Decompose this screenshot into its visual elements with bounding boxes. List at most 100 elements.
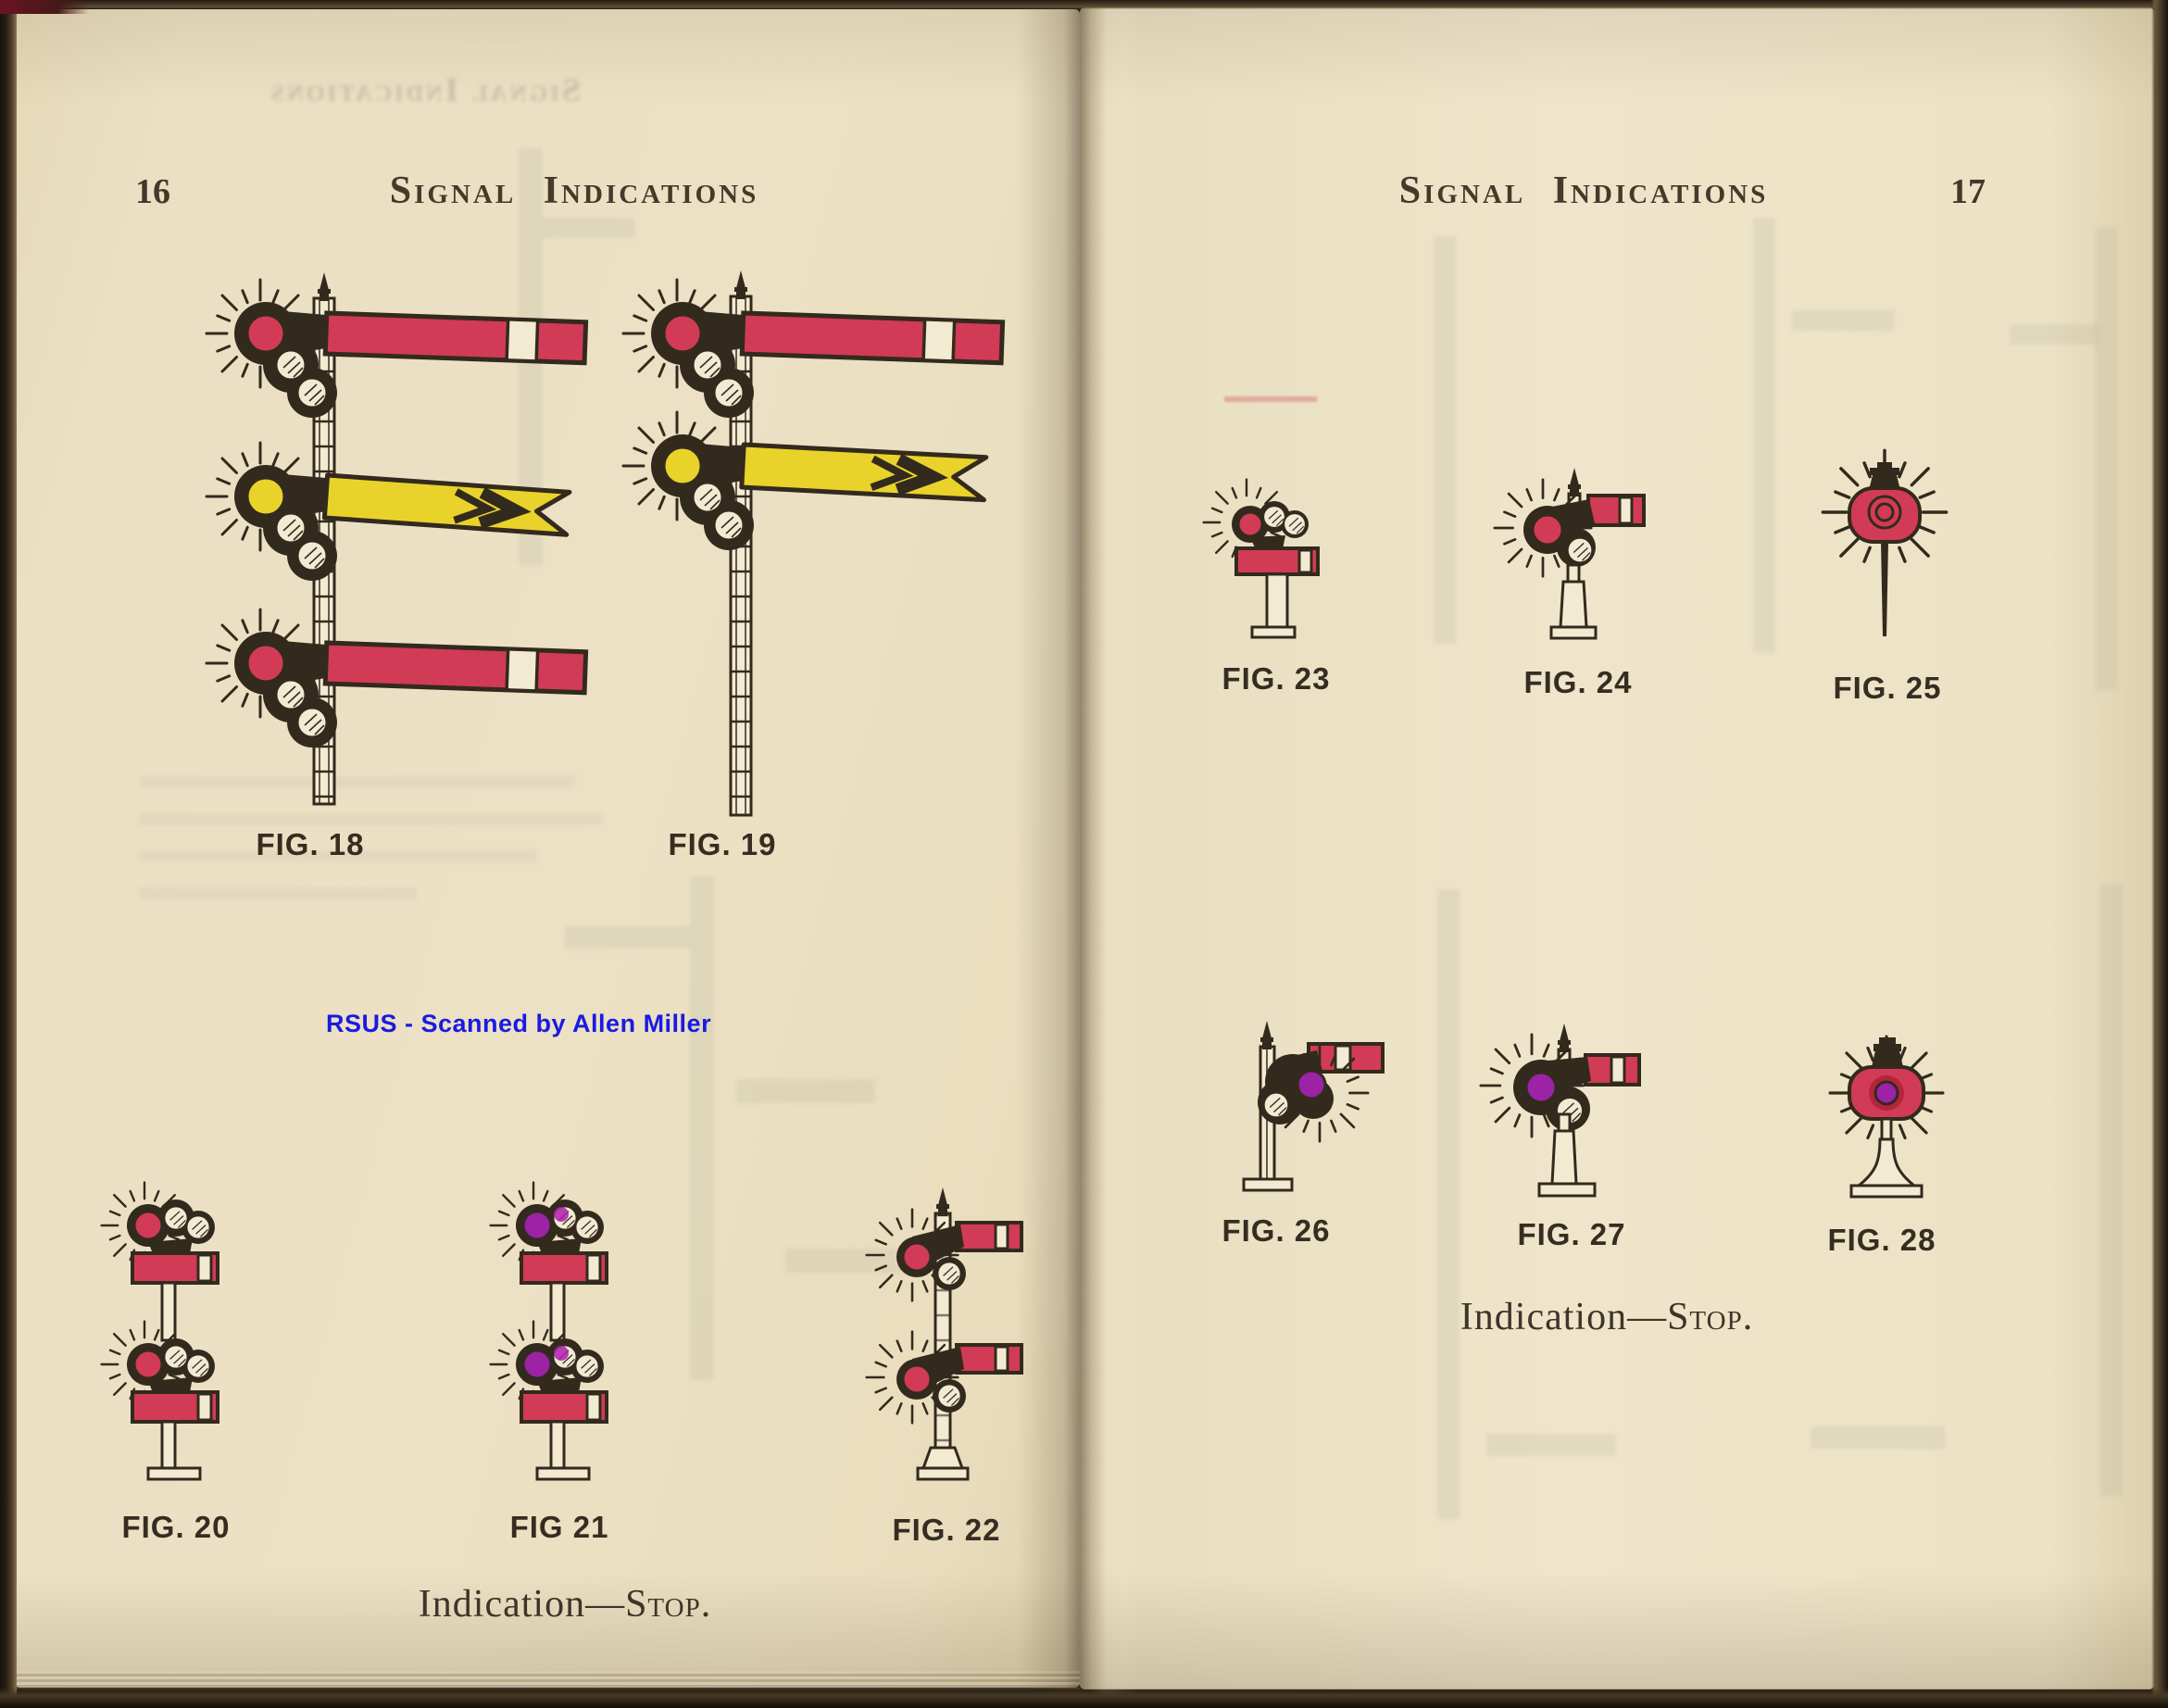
fig19-caption: FIG. 19	[668, 827, 777, 861]
red-stub-arm	[1586, 494, 1646, 527]
fig27-caption: FIG. 27	[1517, 1217, 1626, 1251]
fig22-base	[916, 1466, 970, 1481]
indication-stop-left: Indication—Stop.	[418, 1583, 712, 1626]
fig24-pedestal	[1559, 580, 1588, 629]
purple-lamp	[523, 1350, 551, 1378]
red-band-arm	[131, 1251, 219, 1285]
purple-lamp	[1297, 1071, 1325, 1099]
purple-lamp	[523, 1212, 551, 1239]
fig26-caption: FIG. 26	[1222, 1213, 1331, 1248]
red-band-arm	[1234, 546, 1320, 576]
fig28-stem	[1880, 1117, 1893, 1141]
red-lamp	[247, 315, 284, 352]
fig21-dwarf-signal-illustration	[489, 1181, 608, 1481]
finial-icon	[1260, 1021, 1273, 1049]
lens-ring	[1867, 495, 1902, 530]
yellow-lamp	[664, 447, 701, 484]
magenta-lens-glint	[554, 1346, 569, 1361]
fig23-caption: FIG. 23	[1222, 661, 1331, 696]
fig27-base	[1537, 1182, 1597, 1198]
red-lamp	[134, 1350, 162, 1378]
fig24-caption: FIG. 24	[1523, 665, 1633, 699]
fig22-pedestal	[921, 1446, 965, 1470]
fig26-dwarf-signal-illustration	[1242, 1021, 1385, 1192]
fig22-caption: FIG. 22	[892, 1513, 1001, 1547]
fig22-upper-unit	[865, 1208, 1023, 1302]
yellow-lamp	[247, 478, 284, 515]
red-band-arm	[131, 1390, 219, 1424]
red-band-arm	[520, 1251, 608, 1285]
purple-lens	[1875, 1082, 1898, 1104]
fig20-pedestal	[160, 1420, 177, 1470]
fig26-base	[1242, 1177, 1294, 1192]
fig21-post	[549, 1281, 566, 1342]
fig28-lamp-illustration	[1828, 1035, 1945, 1199]
chimney-icon	[1869, 462, 1900, 490]
fig21-upper-unit	[489, 1181, 608, 1285]
fig24-base	[1549, 625, 1598, 640]
indication-stop-right: Indication—Stop.	[1460, 1296, 1754, 1338]
fig25-target-lamp-illustration	[1821, 448, 1949, 636]
fig22-signal-illustration	[865, 1187, 1023, 1481]
fig27-pedestal-neck	[1557, 1112, 1572, 1133]
fig20-post	[160, 1281, 177, 1342]
red-lamp	[247, 645, 284, 682]
fig20-caption: FIG. 20	[121, 1510, 231, 1544]
fig20-dwarf-signal-illustration	[100, 1181, 219, 1481]
fig25-post	[1881, 542, 1888, 636]
fig24-dwarf-signal-illustration	[1493, 468, 1646, 640]
fig23-dwarf-signal-illustration	[1202, 478, 1320, 639]
fig21-pedestal	[549, 1420, 566, 1470]
fig18-yellow-distant-arm-unit	[205, 441, 570, 581]
finial-icon	[936, 1187, 949, 1216]
chimney-icon	[1872, 1037, 1903, 1067]
fig19-post	[729, 270, 753, 817]
fig28-pedestal	[1854, 1137, 1919, 1187]
fig19-red-arm-unit	[621, 278, 1003, 418]
red-lamp	[1238, 512, 1262, 536]
fig28-caption: FIG. 28	[1827, 1223, 1936, 1257]
red-lamp	[134, 1212, 162, 1239]
fig21-caption: FIG 21	[509, 1510, 609, 1544]
purple-lamp	[1526, 1073, 1556, 1102]
finial-icon	[318, 272, 331, 301]
scan-credit: RSUS - Scanned by Allen Miller	[326, 1010, 712, 1037]
running-head-right: Signal Indications	[1398, 170, 1769, 212]
fig18-caption: FIG. 18	[256, 827, 365, 861]
fig18-top-red-arm-unit	[205, 278, 586, 418]
page-17	[1080, 7, 2154, 1689]
fig18-bottom-red-arm-unit	[205, 608, 586, 747]
page-number-left: 16	[135, 172, 170, 211]
fig27-pedestal	[1550, 1129, 1578, 1186]
fig21-lower-unit	[489, 1320, 608, 1424]
fig23-pedestal	[1265, 572, 1289, 629]
fig19-semaphore-illustration	[621, 270, 1109, 817]
red-stub-arm	[955, 1343, 1023, 1375]
red-stub-arm	[1584, 1053, 1641, 1086]
fig22-lower-unit	[865, 1330, 1023, 1425]
book-edge-bottom	[0, 1688, 2168, 1708]
fig20-lower-unit	[100, 1320, 219, 1424]
red-band-arm	[520, 1390, 608, 1424]
finial-icon	[1558, 1024, 1571, 1052]
page-number-right: 17	[1950, 172, 1986, 211]
fig20-base	[146, 1466, 202, 1481]
fig25-caption: FIG. 25	[1833, 671, 1942, 705]
magenta-lens-glint	[554, 1207, 569, 1222]
finial-icon	[734, 270, 747, 299]
fig19-yellow-distant-arm-unit	[621, 410, 986, 550]
fig28-base	[1849, 1184, 1924, 1199]
red-stub-arm	[955, 1221, 1023, 1252]
red-lamp	[903, 1243, 931, 1271]
fig27-dwarf-signal-illustration	[1479, 1024, 1641, 1198]
fig21-base	[535, 1466, 591, 1481]
lens-ring-inner	[1874, 502, 1895, 522]
running-head-left: Signal Indications	[389, 170, 759, 212]
fig20-upper-unit	[100, 1181, 219, 1285]
fig23-base	[1250, 625, 1297, 639]
fig18-semaphore-illustration	[205, 272, 699, 806]
red-lamp	[664, 315, 701, 352]
finial-icon	[1568, 468, 1581, 496]
red-lamp	[903, 1365, 931, 1393]
